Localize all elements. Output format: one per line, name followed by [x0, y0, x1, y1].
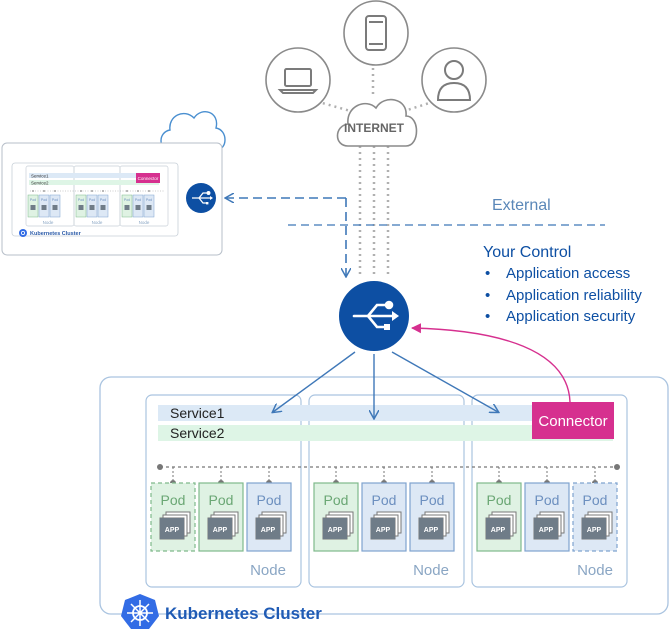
mini-node-label: Node — [92, 220, 103, 225]
central-hub — [339, 281, 409, 351]
kubernetes-logo-icon — [121, 594, 159, 629]
laptop-client — [265, 47, 331, 113]
mini-hub — [186, 183, 216, 213]
pod-label: Pod — [420, 492, 445, 508]
app-label: APP — [376, 527, 391, 534]
remote-link — [226, 198, 346, 276]
node-label: Node — [413, 562, 449, 579]
pod-label: Pod — [161, 492, 186, 508]
internet-cloud: INTERNET — [336, 98, 418, 147]
pod-label: Pod — [209, 492, 234, 508]
connector-label: Connector — [538, 413, 607, 430]
service2-bar — [158, 425, 613, 441]
mini-pod-label: Pod — [89, 198, 95, 202]
pod-label: Pod — [257, 492, 282, 508]
network-end-dot — [157, 464, 163, 470]
pod-label: Pod — [583, 492, 608, 508]
pod-label: Pod — [324, 492, 349, 508]
app-label: APP — [328, 527, 343, 534]
node-label: Node — [577, 562, 613, 579]
mini-node-label: Node — [43, 220, 54, 225]
mini-pod: Pod — [143, 190, 155, 218]
app-label: APP — [539, 527, 554, 534]
app-label: APP — [165, 527, 180, 534]
app-label: APP — [587, 527, 602, 534]
control-bullet: • — [485, 308, 490, 325]
mini-pod: Pod — [97, 190, 109, 218]
phone-icon — [365, 15, 387, 51]
control-list: Your Control • Application access • Appl… — [483, 244, 642, 325]
control-title: Your Control — [483, 244, 571, 261]
pod-label: Pod — [372, 492, 397, 508]
app-label: APP — [213, 527, 228, 534]
mini-pod: Pod — [132, 190, 144, 218]
pod-label: Pod — [487, 492, 512, 508]
mini-pod-label: Pod — [146, 198, 152, 202]
mini-pod-label: Pod — [30, 198, 36, 202]
phone-client — [343, 0, 409, 66]
service2-label: Service2 — [170, 425, 225, 441]
mini-pod-label: Pod — [135, 198, 141, 202]
app-label: APP — [261, 527, 276, 534]
pod-label: Pod — [535, 492, 560, 508]
internet-links — [293, 62, 446, 278]
connector-box — [532, 402, 614, 439]
usb-share-icon — [352, 300, 399, 330]
mini-pod: Pod — [121, 190, 133, 218]
mini-cluster-title: Kubernetes Cluster — [30, 231, 82, 237]
mini-pod-label: Pod — [41, 198, 47, 202]
mini-pod-label: Pod — [78, 198, 84, 202]
app-label: APP — [424, 527, 439, 534]
remote-cloud-icon — [160, 110, 226, 151]
mini-pod: Pod — [27, 190, 39, 218]
internet-label: INTERNET — [344, 121, 405, 135]
mini-pod-label: Pod — [124, 198, 130, 202]
mini-pod: Pod — [49, 190, 61, 218]
mini-service1-label: Service1 — [31, 174, 49, 179]
app-label: APP — [491, 527, 506, 534]
control-item: Application access — [506, 265, 630, 282]
mini-pod: Pod — [38, 190, 50, 218]
pods: PodAPPPodAPPPodAPPPodAPPPodAPPPodAPPPodA… — [150, 467, 618, 552]
mini-connector-label: Connector — [138, 176, 159, 181]
mini-pod-label: Pod — [100, 198, 106, 202]
kubernetes-cluster: Service1 Service2 Connector PodAPPPodAPP… — [99, 376, 669, 629]
user-client — [421, 47, 487, 113]
mini-pods: Pod Pod Pod Pod Pod Pod Pod Pod Pod — [27, 190, 155, 218]
control-item: Application reliability — [506, 287, 642, 304]
laptop-icon — [277, 68, 319, 94]
network-end-dot — [614, 464, 620, 470]
mini-node-label: Node — [139, 220, 150, 225]
mini-usb-icon — [192, 191, 213, 205]
user-icon — [436, 60, 472, 101]
service1-label: Service1 — [170, 405, 225, 421]
control-bullet: • — [485, 287, 490, 304]
node-label: Node — [250, 562, 286, 579]
mini-pod-label: Pod — [52, 198, 58, 202]
hub-to-node-arrows — [273, 351, 498, 418]
control-bullet: • — [485, 265, 490, 282]
mini-service2-label: Service2 — [31, 181, 49, 186]
mini-kubernetes-logo — [19, 229, 27, 237]
external-label: External — [492, 197, 551, 214]
connector-to-hub-arrow — [411, 323, 571, 403]
control-item: Application security — [506, 308, 636, 325]
mini-pod: Pod — [75, 190, 87, 218]
cluster-title: Kubernetes Cluster — [165, 604, 322, 623]
mini-pod: Pod — [86, 190, 98, 218]
